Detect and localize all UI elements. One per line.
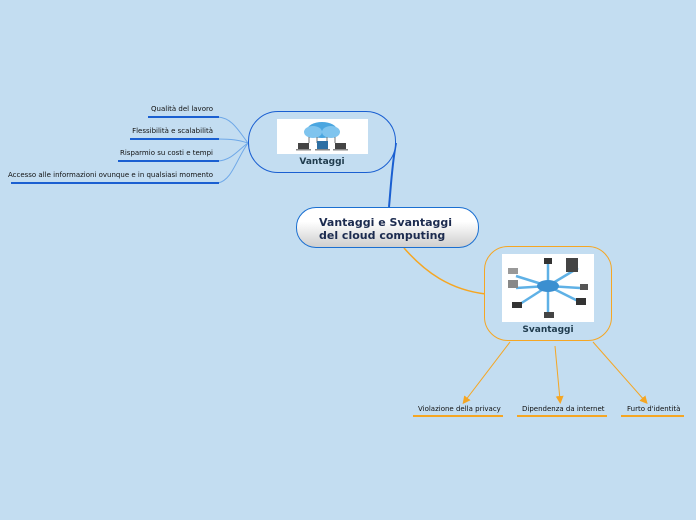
svantaggi-label: Svantaggi [522,325,574,335]
connector-vantaggi-leaf-2 [217,138,249,144]
connector-vantaggi-leaf-4 [217,142,249,184]
cloud-network-icon [277,119,368,154]
vantaggi-leaf-2-underline [130,138,219,140]
svantaggi-leaf-3[interactable]: Furto d'identità [627,405,681,413]
vantaggi-leaf-4[interactable]: Accesso alle informazioni ovunque e in q… [7,171,213,179]
connector-svantaggi-leaf-3 [592,341,648,405]
connector-svantaggi-leaf-2 [554,345,564,404]
svantaggi-leaf-2[interactable]: Dipendenza da internet [522,405,605,413]
vantaggi-leaf-2[interactable]: Flessibilità e scalabilità [132,127,213,135]
central-topic[interactable]: Vantaggi e Svantaggi del cloud computing [296,207,479,248]
svantaggi-leaf-1-underline [413,415,503,417]
vantaggi-leaf-3-underline [118,160,219,162]
central-topic-line1: Vantaggi e Svantaggi [319,216,453,229]
connector-central-svantaggi [403,247,487,295]
vantaggi-leaf-1-underline [148,116,219,118]
vantaggi-leaf-3[interactable]: Risparmio su costi e tempi [119,149,213,157]
cloud-devices-network-icon [502,254,594,322]
svantaggi-node[interactable]: Svantaggi [484,246,612,341]
svantaggi-leaf-1[interactable]: Violazione della privacy [418,405,501,413]
connector-vantaggi-leaf-3 [217,142,249,162]
vantaggi-leaf-4-underline [11,182,219,184]
connector-svantaggi-leaf-1 [462,341,511,405]
connector-vantaggi-leaf-1 [217,116,249,144]
central-topic-line2: del cloud computing [319,229,446,242]
svantaggi-leaf-3-underline [621,415,684,417]
vantaggi-leaf-1[interactable]: Qualità del lavoro [151,105,213,113]
vantaggi-label: Vantaggi [299,157,345,167]
vantaggi-node[interactable]: Vantaggi [248,111,396,173]
svantaggi-leaf-2-underline [517,415,607,417]
